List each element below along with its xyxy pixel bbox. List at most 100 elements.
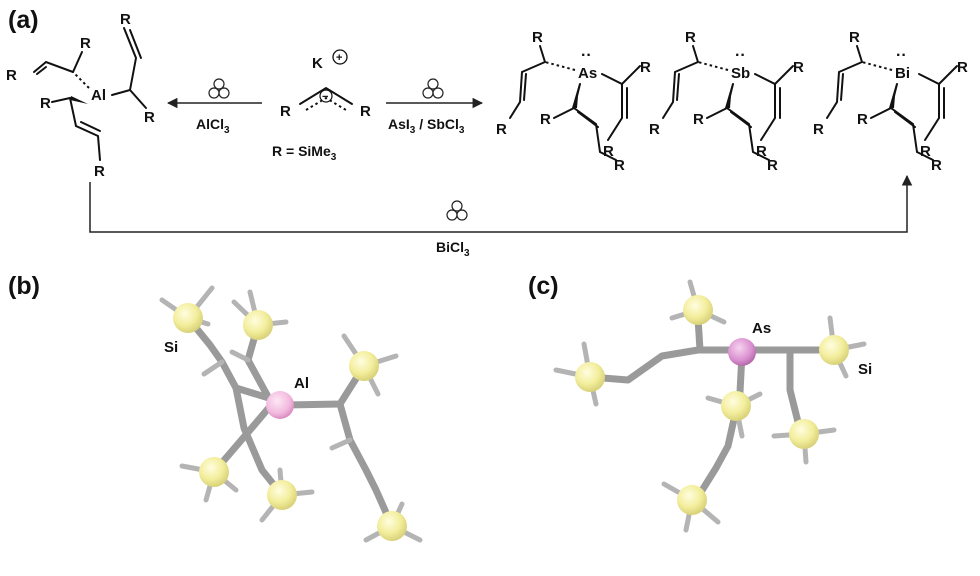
panel-label-a: (a) bbox=[8, 6, 39, 34]
bi-r-1: R bbox=[849, 29, 860, 46]
sb-center: Sb bbox=[731, 65, 750, 82]
al-r2: R bbox=[6, 67, 17, 84]
c-si-atom-4 bbox=[721, 391, 751, 421]
bi-bond-4 bbox=[840, 73, 844, 101]
bi-center: Bi bbox=[895, 65, 910, 82]
sb-bond-3 bbox=[662, 61, 699, 119]
c-si-atom-1 bbox=[575, 362, 605, 392]
as-bond-8 bbox=[572, 83, 617, 161]
as-wedge-bond bbox=[572, 84, 579, 108]
as-r-4: R bbox=[603, 143, 614, 160]
as-bond-2 bbox=[539, 45, 546, 63]
as-r-2: R bbox=[496, 121, 507, 138]
al-center: Al bbox=[91, 87, 106, 104]
c-as-label: As bbox=[752, 320, 771, 337]
al-allyl3-r-bond bbox=[51, 97, 71, 103]
b-al-atom bbox=[266, 391, 294, 419]
bi-r-4: R bbox=[920, 143, 931, 160]
bi-bond-2 bbox=[856, 45, 863, 63]
as-ball-stick-model: As Si bbox=[553, 279, 872, 533]
al-r1: R bbox=[80, 35, 91, 52]
as-bond-3 bbox=[509, 61, 546, 119]
sb-bond-1 bbox=[697, 61, 729, 71]
sb-wedge-bond bbox=[725, 84, 732, 108]
as-r-3: R bbox=[640, 59, 651, 76]
bi-wedge-bond bbox=[889, 84, 896, 108]
sb-bond-2 bbox=[692, 45, 699, 63]
sb-r-3: R bbox=[793, 59, 804, 76]
conditions-icon-right bbox=[422, 78, 444, 99]
c-stick-5 bbox=[692, 350, 746, 504]
b-si-atom-4 bbox=[199, 457, 229, 487]
b-si-atom-1 bbox=[173, 303, 203, 333]
sb-r-2: R bbox=[649, 121, 660, 138]
bi-lone-pair: ·· bbox=[896, 47, 907, 64]
al-allyl3-chain bbox=[69, 97, 101, 161]
c-as-atom bbox=[728, 338, 756, 366]
substituent-definition: R = SiMe3 bbox=[272, 143, 337, 163]
al-ball-stick-model: Si Al bbox=[159, 285, 423, 543]
c-stick-1 bbox=[586, 346, 740, 384]
al-allyl2-r-bond bbox=[129, 89, 147, 109]
bi-bond-5 bbox=[918, 65, 958, 86]
as-bond-5 bbox=[601, 65, 641, 86]
sb-bond-8 bbox=[725, 83, 770, 161]
b-si-atom-2 bbox=[243, 310, 273, 340]
bi-r-2: R bbox=[813, 121, 824, 138]
as-bond-10 bbox=[553, 107, 575, 119]
reagent-asi3-sbcl3: AsI3 / SbCl3 bbox=[388, 116, 465, 136]
b-si-atom-5 bbox=[267, 480, 297, 510]
as-bond-1 bbox=[544, 61, 576, 71]
al-r3: R bbox=[120, 11, 131, 28]
sb-r-5: R bbox=[693, 111, 704, 128]
allyl-delocalized-bond bbox=[305, 96, 347, 111]
al-allyl3-double bbox=[80, 121, 101, 132]
al-tris-allyl-structure: Al R R R R R R bbox=[6, 11, 155, 180]
as-r-5: R bbox=[540, 111, 551, 128]
sb-r-4: R bbox=[756, 143, 767, 160]
sb-bond-5 bbox=[754, 65, 794, 86]
cation-charge-circle bbox=[332, 49, 348, 65]
c-si-atom-6 bbox=[677, 485, 707, 515]
al-r6: R bbox=[94, 163, 105, 180]
al-r5: R bbox=[40, 95, 51, 112]
c-si-label: Si bbox=[858, 361, 872, 378]
al-wedge-bond bbox=[70, 96, 88, 104]
sb-bond-4 bbox=[676, 73, 680, 101]
conditions-icon-bottom bbox=[446, 200, 468, 221]
c-si-atom-3 bbox=[819, 335, 849, 365]
bi-bond-3 bbox=[826, 61, 863, 119]
al-allyl1-chain bbox=[33, 60, 74, 73]
anion-charge-circle bbox=[319, 89, 333, 103]
bi-r-5: R bbox=[857, 111, 868, 128]
as-lone-pair: ·· bbox=[581, 47, 592, 64]
sb-lone-pair: ·· bbox=[735, 47, 746, 64]
bi-bond-1 bbox=[861, 61, 893, 71]
al-allyl2-chain bbox=[111, 27, 138, 96]
c-si-atom-2 bbox=[683, 295, 713, 325]
b-stick-3 bbox=[210, 400, 276, 476]
b-si-label: Si bbox=[164, 339, 178, 356]
al-allyl1-r-bond bbox=[72, 51, 83, 73]
reagent-alcl3: AlCl3 bbox=[196, 116, 230, 136]
panel-label-c: (c) bbox=[528, 272, 559, 300]
as-r-6: R bbox=[614, 157, 625, 174]
panel-label-b: (b) bbox=[8, 272, 40, 300]
cation-charge: + bbox=[336, 52, 342, 64]
anion-charge: − bbox=[322, 91, 328, 103]
al-r4: R bbox=[144, 109, 155, 126]
allyl-r-left: R bbox=[280, 103, 291, 120]
allyl-r-right: R bbox=[360, 103, 371, 120]
bi-r-3: R bbox=[957, 59, 968, 76]
potassium-label: K bbox=[312, 55, 323, 72]
as-center: As bbox=[578, 65, 597, 82]
reagent-bicl3: BiCl3 bbox=[436, 239, 470, 259]
b-stick-5 bbox=[336, 400, 396, 530]
allyl-potassium: K + − R R R = SiMe3 bbox=[272, 49, 371, 163]
arrow-to-bismuth bbox=[89, 174, 913, 233]
allyl-bond bbox=[299, 86, 353, 105]
